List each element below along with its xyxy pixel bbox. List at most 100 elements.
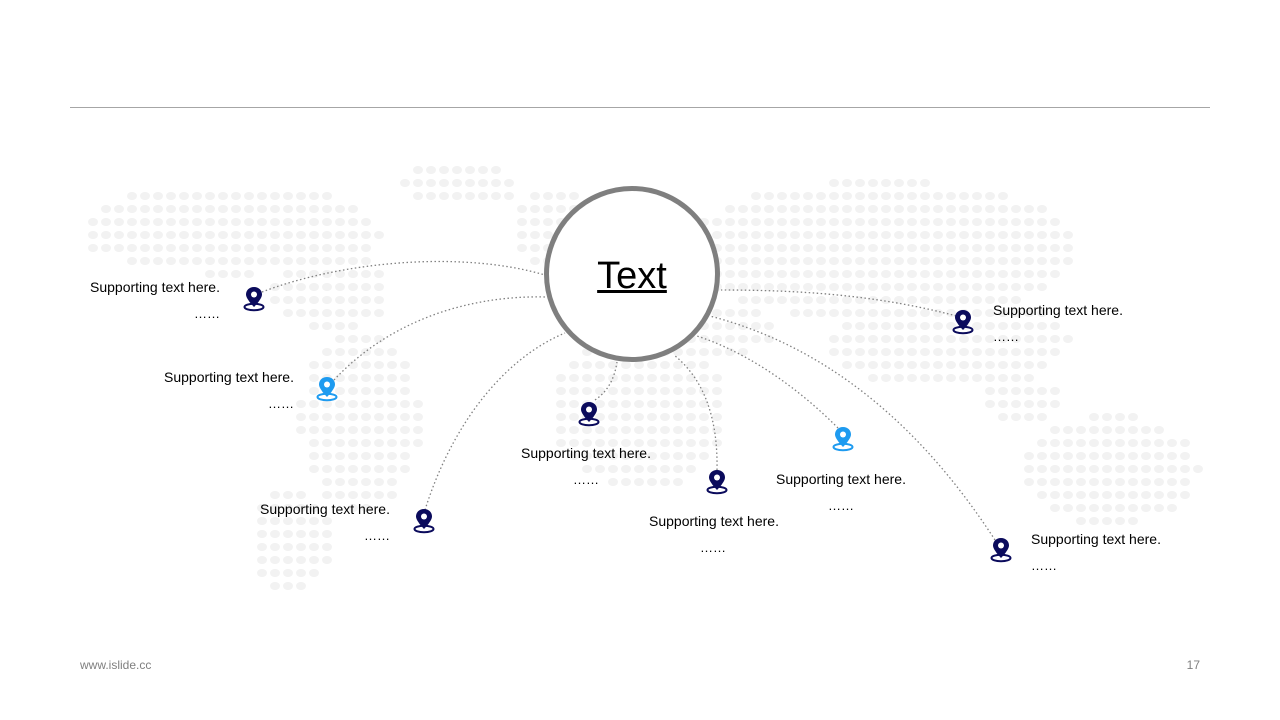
map-dot	[621, 478, 631, 486]
map-dot	[764, 205, 774, 213]
map-dot	[660, 387, 670, 395]
map-dot	[374, 465, 384, 473]
map-dot	[985, 322, 995, 330]
map-dot	[907, 348, 917, 356]
map-dot	[582, 387, 592, 395]
map-pin-icon	[832, 427, 854, 452]
map-pin-icon	[413, 509, 435, 534]
map-dot	[413, 413, 423, 421]
map-dot	[647, 361, 657, 369]
map-dot	[907, 270, 917, 278]
map-dot	[725, 335, 735, 343]
map-dot	[738, 257, 748, 265]
map-dot	[296, 205, 306, 213]
map-dot	[1050, 270, 1060, 278]
map-dot	[348, 504, 358, 512]
map-dot	[1115, 517, 1125, 525]
map-dot	[907, 309, 917, 317]
map-dot	[218, 244, 228, 252]
map-dot	[946, 231, 956, 239]
map-dot	[907, 335, 917, 343]
map-dot	[400, 387, 410, 395]
map-dot	[946, 192, 956, 200]
map-dot	[751, 283, 761, 291]
map-dot	[855, 244, 865, 252]
map-dot	[374, 309, 384, 317]
map-dot	[374, 400, 384, 408]
map-dot	[608, 465, 618, 473]
map-dot	[660, 452, 670, 460]
map-dot	[257, 205, 267, 213]
map-dot	[1154, 504, 1164, 512]
map-dot	[855, 257, 865, 265]
map-dot	[387, 374, 397, 382]
map-dot	[361, 439, 371, 447]
map-dot	[374, 478, 384, 486]
map-dot	[166, 231, 176, 239]
map-dot	[569, 413, 579, 421]
map-dot	[686, 439, 696, 447]
map-dot	[1024, 348, 1034, 356]
map-dot	[998, 270, 1008, 278]
map-dot	[374, 413, 384, 421]
map-dot	[270, 504, 280, 512]
map-dot	[309, 530, 319, 538]
map-dot	[1037, 270, 1047, 278]
map-dot	[140, 257, 150, 265]
map-dot	[972, 348, 982, 356]
map-dot	[569, 361, 579, 369]
map-dot	[621, 413, 631, 421]
map-dot	[1154, 452, 1164, 460]
map-dot	[985, 348, 995, 356]
map-dot	[1050, 218, 1060, 226]
map-dot	[595, 361, 605, 369]
map-dot	[933, 296, 943, 304]
map-dot	[634, 400, 644, 408]
map-dot	[725, 348, 735, 356]
map-dot	[686, 426, 696, 434]
map-dot	[868, 361, 878, 369]
map-dot	[985, 296, 995, 304]
map-dot	[907, 322, 917, 330]
map-dot	[777, 192, 787, 200]
map-dot	[803, 192, 813, 200]
map-dot	[855, 348, 865, 356]
map-dot	[608, 400, 618, 408]
map-dot	[946, 296, 956, 304]
map-dot	[543, 218, 553, 226]
map-dot	[309, 231, 319, 239]
map-dot	[530, 244, 540, 252]
map-dot	[374, 452, 384, 460]
map-dot	[309, 504, 319, 512]
node-text: Supporting text here.	[521, 445, 651, 461]
map-dot	[374, 270, 384, 278]
map-dot	[205, 192, 215, 200]
map-dot	[959, 218, 969, 226]
map-dot	[946, 361, 956, 369]
map-dot	[686, 374, 696, 382]
map-dot	[1115, 413, 1125, 421]
map-dot	[998, 205, 1008, 213]
map-dot	[673, 478, 683, 486]
map-dot	[569, 439, 579, 447]
map-dot	[660, 426, 670, 434]
map-dot	[309, 192, 319, 200]
map-dot	[257, 556, 267, 564]
map-dot	[816, 244, 826, 252]
map-dot	[868, 218, 878, 226]
header-divider	[70, 107, 1210, 108]
map-dot	[881, 348, 891, 356]
map-dot	[1037, 400, 1047, 408]
map-dot	[244, 244, 254, 252]
map-dot	[335, 244, 345, 252]
map-dot	[270, 296, 280, 304]
map-dot	[686, 348, 696, 356]
map-dot	[426, 166, 436, 174]
map-dot	[309, 205, 319, 213]
map-dot	[231, 244, 241, 252]
map-dot	[296, 270, 306, 278]
map-dot	[504, 192, 514, 200]
map-dot	[361, 374, 371, 382]
map-dot	[205, 205, 215, 213]
map-dot	[764, 270, 774, 278]
